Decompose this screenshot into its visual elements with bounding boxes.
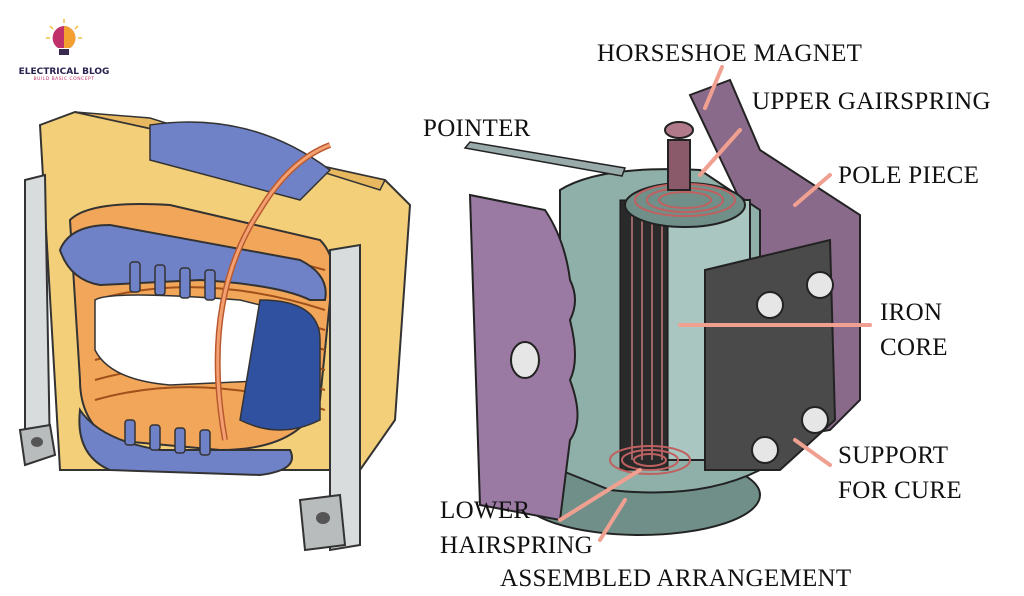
label-iron: IRON	[880, 299, 943, 326]
label-pointer: POINTER	[423, 115, 531, 142]
label-horseshoe-magnet: HORSESHOE MAGNET	[597, 40, 863, 67]
label-upper-hairspring: UPPER GAIRSPRING	[752, 88, 991, 115]
meter-mechanism-illustration	[463, 78, 861, 536]
lightbulb-icon	[46, 19, 82, 55]
label-for-cure: FOR CURE	[838, 477, 962, 504]
caption-assembled-arrangement: ASSEMBLED ARRANGEMENT	[500, 565, 852, 592]
electrical-blog-logo: ELECTRICAL BLOG BUILD BASIC CONCEPT	[14, 18, 114, 82]
label-lower: LOWER	[440, 497, 531, 524]
label-hairspring: HAIRSPRING	[440, 532, 594, 559]
label-core: CORE	[880, 334, 948, 361]
label-support: SUPPORT	[838, 442, 949, 469]
leader-lines	[558, 65, 872, 542]
label-pole-piece: POLE PIECE	[838, 162, 980, 189]
transformer-illustration	[18, 110, 412, 552]
